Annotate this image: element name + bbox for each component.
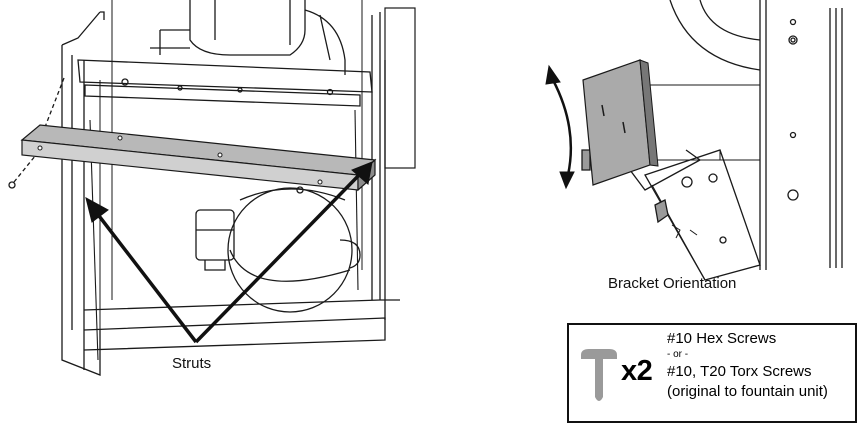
condenser-coil (384, 7, 416, 169)
front-bracket (20, 124, 377, 192)
loose-screw (8, 181, 16, 189)
hardware-quantity: x2 (621, 355, 653, 387)
tilted-bracket (582, 59, 659, 186)
hex-screw-text: #10 Hex Screws (667, 330, 777, 347)
hardware-callout: x2 #10 Hex Screws - or - #10, T20 Torx S… (567, 323, 857, 423)
rotation-arrow (545, 64, 575, 190)
screw-icon (581, 349, 617, 401)
strut-arrows (85, 161, 373, 344)
side-rail (829, 8, 843, 268)
compressor (227, 187, 353, 313)
original-note: (original to fountain unit) (667, 383, 828, 400)
bracket-orientation-label: Bracket Orientation (608, 275, 737, 292)
base-frame (83, 299, 400, 351)
torx-screw-text: #10, T20 Torx Screws (667, 363, 812, 380)
top-cross-beam (77, 59, 373, 93)
struts-label: Struts (172, 355, 212, 372)
relay-box (195, 209, 235, 261)
or-separator: - or - (667, 349, 689, 360)
